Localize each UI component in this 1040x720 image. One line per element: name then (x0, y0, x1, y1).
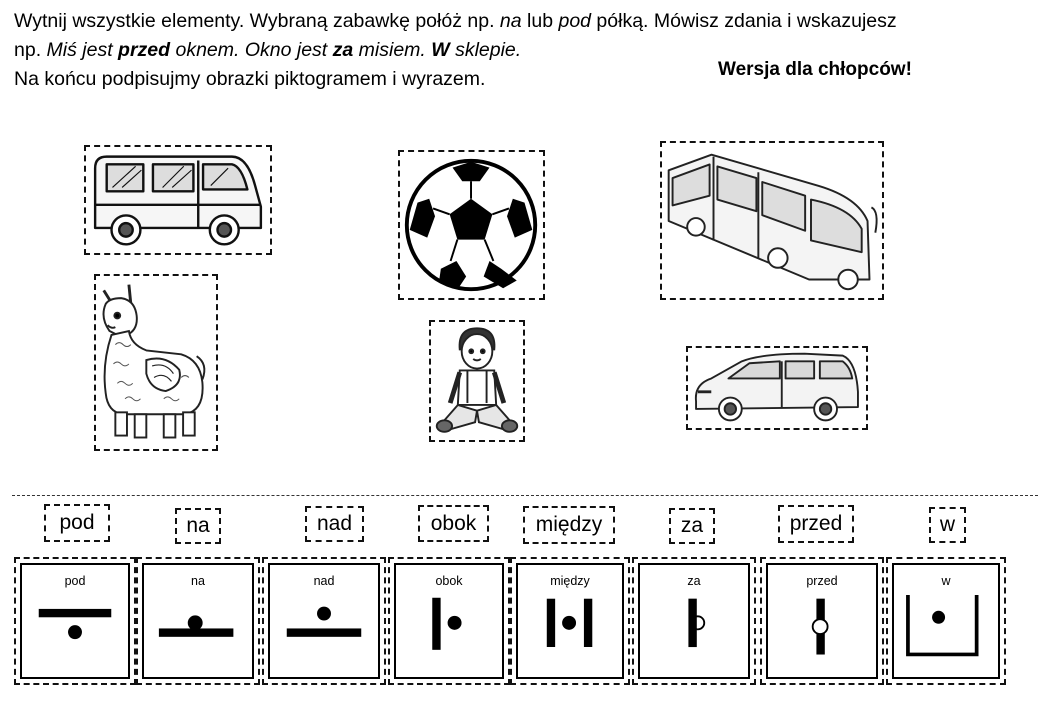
in-icon (906, 595, 979, 657)
minibus-icon[interactable] (84, 145, 272, 255)
word-card-pod[interactable]: pod (44, 504, 110, 542)
pictogram-card-za[interactable]: za (632, 557, 756, 685)
between-icon (546, 598, 593, 647)
pictogram-label: przed (806, 574, 838, 588)
text-bold: za (332, 39, 354, 61)
pictogram-frame: w (892, 563, 1000, 679)
text-italic: pod (558, 10, 592, 32)
instruction-line-3: Na końcu podpisujmy obrazki piktogramem … (14, 68, 486, 90)
pictogram-label: między (550, 574, 590, 588)
beside-icon (432, 597, 462, 650)
above-icon (286, 606, 362, 637)
boy-doll-icon[interactable] (429, 320, 525, 442)
instruction-line-1: Wytnij wszystkie elementy. Wybraną zabaw… (14, 7, 1034, 36)
pictogram-label: za (687, 574, 701, 588)
in-front-icon (811, 598, 829, 655)
text-bold: przed (118, 39, 171, 61)
word-card-na[interactable]: na (175, 508, 221, 544)
text: Wytnij wszystkie elementy. Wybraną zabaw… (14, 10, 500, 32)
text-italic: sklepie. (449, 39, 522, 61)
pictogram-frame: nad (268, 563, 380, 679)
cut-line-separator (12, 495, 1038, 496)
pictogram-label: obok (435, 574, 463, 588)
text-italic: Miś jest (46, 39, 119, 61)
pictogram-card-przed[interactable]: przed (760, 557, 884, 685)
text-italic: na (499, 10, 522, 32)
articulated-bus-icon[interactable] (660, 141, 884, 300)
pictogram-label: na (191, 574, 205, 588)
word-card-obok[interactable]: obok (418, 505, 489, 542)
word-card-miedzy[interactable]: między (523, 506, 615, 544)
behind-icon (688, 598, 706, 648)
soccer-ball-icon[interactable] (398, 150, 545, 300)
pictogram-label: nad (313, 574, 335, 588)
pictogram-frame: na (142, 563, 254, 679)
text: np. (14, 39, 47, 61)
text-italic: misiem. (353, 39, 432, 61)
text: lub (521, 10, 559, 32)
pictogram-frame: obok (394, 563, 504, 679)
pictogram-card-obok[interactable]: obok (388, 557, 510, 685)
pictogram-card-pod[interactable]: pod (14, 557, 136, 685)
instructions: Wytnij wszystkie elementy. Wybraną zabaw… (14, 7, 1034, 94)
word-card-za[interactable]: za (669, 508, 715, 544)
word-card-w[interactable]: w (929, 507, 966, 543)
pictogram-card-w[interactable]: w (886, 557, 1006, 685)
pictogram-card-nad[interactable]: nad (262, 557, 386, 685)
pictogram-label: pod (64, 574, 86, 588)
word-card-przed[interactable]: przed (778, 505, 854, 543)
pictogram-label: w (941, 574, 951, 588)
on-icon (158, 615, 234, 637)
version-label: Wersja dla chłopców! (718, 59, 912, 80)
instruction-line-2: np. Miś jest przed oknem. Okno jest za m… (14, 36, 1034, 65)
pictogram-frame: między (516, 563, 624, 679)
word-card-nad[interactable]: nad (305, 506, 364, 542)
pictogram-frame: za (638, 563, 750, 679)
pictogram-frame: przed (766, 563, 878, 679)
text-bold: W (431, 39, 450, 61)
llama-icon[interactable] (94, 274, 218, 451)
minivan-icon[interactable] (686, 346, 868, 430)
pictogram-card-na[interactable]: na (136, 557, 260, 685)
text: półką. Mówisz zdania i wskazujesz (591, 10, 897, 32)
text-italic: oknem. Okno jest (170, 39, 333, 61)
pictogram-frame: pod (20, 563, 130, 679)
pictogram-card-miedzy[interactable]: między (510, 557, 630, 685)
under-icon (38, 608, 112, 640)
